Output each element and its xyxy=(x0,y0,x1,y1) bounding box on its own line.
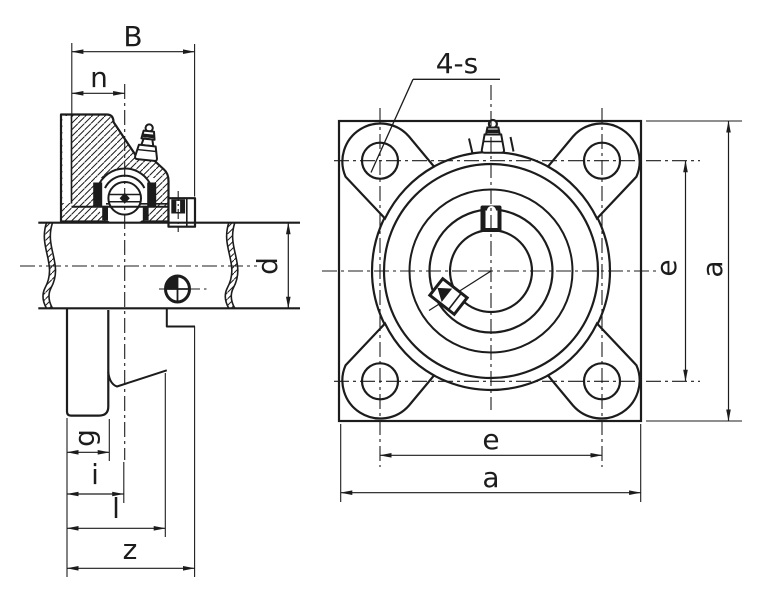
dim-label-g: g xyxy=(68,429,101,447)
set-screw-icon xyxy=(480,205,502,232)
side-section-view: B n d g i l z xyxy=(20,20,300,577)
seal-left xyxy=(93,182,103,207)
front-view: 4-s e a e a xyxy=(322,47,742,502)
flange-lip-face xyxy=(62,116,71,203)
extension-lines xyxy=(66,43,196,577)
centerlines xyxy=(20,84,257,460)
bolt-hole-callout: 4-s xyxy=(370,47,500,173)
angled-set-screw-icon xyxy=(427,276,470,317)
dim-label-l: l xyxy=(112,492,120,525)
grease-fitting-icon xyxy=(134,123,158,162)
centerlines xyxy=(322,85,700,467)
lower-flange-lobe xyxy=(65,308,195,417)
dim-label-B: B xyxy=(123,20,142,53)
set-screw-collar xyxy=(167,191,197,232)
dim-label-z: z xyxy=(123,533,138,566)
dim-label-e-bottom: e xyxy=(482,423,499,456)
dim-label-i: i xyxy=(91,458,99,491)
grease-fitting-icon xyxy=(468,118,515,154)
leader-line xyxy=(370,79,414,173)
callout-label-4s: 4-s xyxy=(436,47,479,80)
dim-label-a-right: a xyxy=(696,260,729,277)
dim-label-d: d xyxy=(251,257,284,275)
dimension-lines xyxy=(66,49,291,571)
dim-label-e-right: e xyxy=(650,259,683,276)
dimension-lines xyxy=(340,120,731,496)
seal-right xyxy=(147,182,157,207)
dim-label-a-bottom: a xyxy=(482,461,499,494)
dim-label-n: n xyxy=(90,61,108,94)
extension-lines xyxy=(340,120,742,502)
